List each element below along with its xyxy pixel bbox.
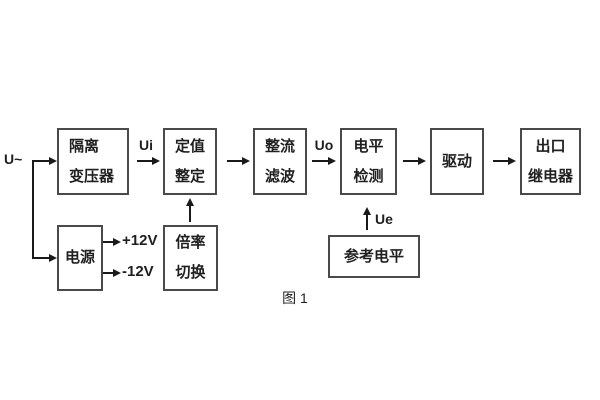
block-label-line: 参考电平 [343, 247, 404, 265]
plus-12v-label: +12V [122, 232, 158, 249]
arrow-line [137, 160, 152, 162]
ue-signal-label: Ue [375, 211, 393, 227]
arrow-line [403, 160, 418, 162]
block-label-line: 继电器 [527, 167, 573, 185]
minus-12v-label: -12V [122, 263, 154, 280]
block-rectifier-filter: 整流 滤波 [253, 128, 307, 195]
ui-signal-label: Ui [139, 137, 153, 153]
block-drive: 驱动 [430, 128, 484, 195]
input-branch-bottom-line [32, 257, 49, 259]
input-branch-top-line [32, 160, 49, 162]
arrow-line [103, 272, 113, 274]
arrowhead-right [418, 157, 426, 165]
figure-caption: 图 1 [282, 290, 308, 306]
arrow-line [312, 160, 328, 162]
block-output-relay: 出口 继电器 [520, 128, 581, 195]
arrow-line [103, 241, 113, 243]
block-isolation-transformer: 隔离 变压器 [57, 128, 129, 195]
block-ratio-switching: 倍率 切换 [163, 225, 218, 291]
arrowhead-to-transformer [49, 157, 57, 165]
block-label-line: 电源 [64, 249, 95, 266]
block-label-line: 检测 [353, 167, 384, 185]
block-setpoint-setting: 定值 整定 [163, 128, 217, 195]
arrowhead-right [113, 238, 121, 246]
block-label-line: 隔离 [69, 137, 100, 155]
block-label-line: 电平 [353, 137, 384, 155]
block-label-line: 滤波 [264, 167, 295, 185]
arrow-line [189, 205, 191, 222]
input-signal-label: U~ [4, 151, 23, 167]
arrowhead-up [186, 198, 194, 206]
arrowhead-right [328, 157, 336, 165]
block-label-line: 切换 [175, 264, 206, 281]
block-label-line: 倍率 [175, 234, 206, 251]
block-level-detection: 电平 检测 [340, 128, 397, 195]
block-label-line: 整定 [174, 167, 205, 185]
block-reference-level: 参考电平 [328, 235, 420, 278]
arrowhead-to-power [49, 254, 57, 262]
arrowhead-right [113, 269, 121, 277]
block-label-line: 定值 [174, 137, 205, 155]
block-label-line: 出口 [535, 137, 566, 155]
arrow-line [493, 160, 508, 162]
arrow-line [227, 160, 242, 162]
uo-signal-label: Uo [314, 137, 334, 153]
block-label-line: 整流 [264, 137, 295, 155]
arrowhead-right [152, 157, 160, 165]
arrowhead-right [508, 157, 516, 165]
block-label-line: 驱动 [441, 152, 472, 170]
arrowhead-right [242, 157, 250, 165]
arrow-line [366, 214, 368, 230]
input-branch-vertical-line [32, 160, 34, 259]
block-power-supply: 电源 [57, 225, 103, 291]
block-label-line: 变压器 [69, 167, 115, 185]
arrowhead-up [363, 207, 371, 215]
